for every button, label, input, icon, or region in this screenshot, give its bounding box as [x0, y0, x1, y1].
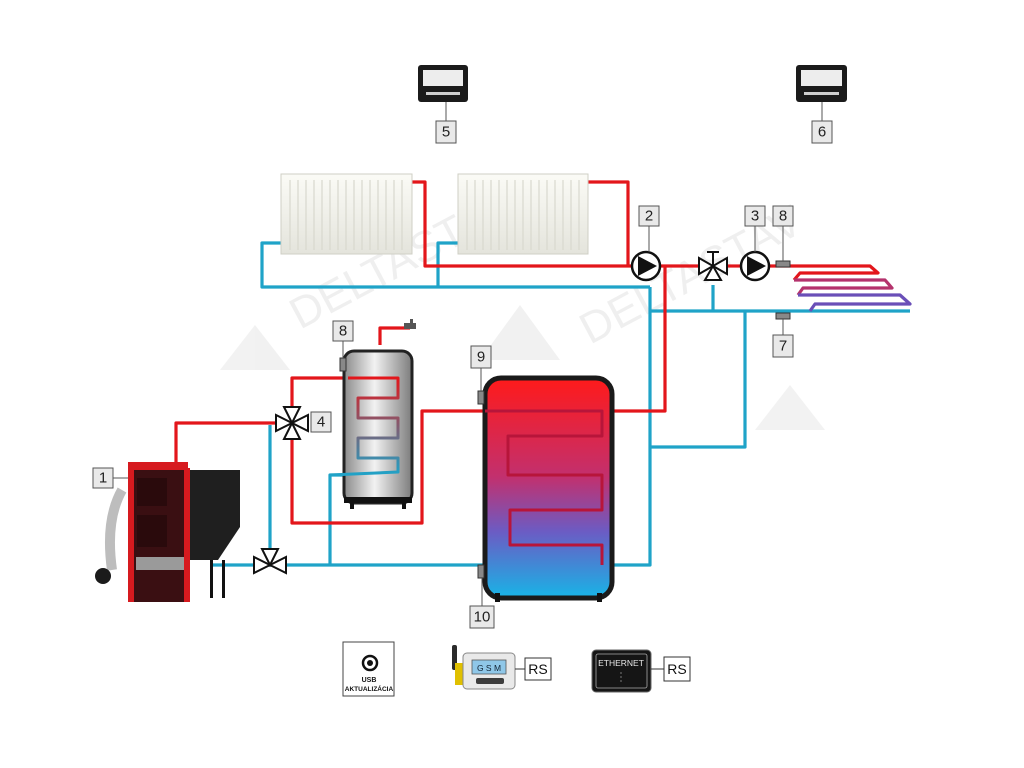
water-tap-icon	[404, 319, 416, 329]
sensor-buffer-bottom	[477, 564, 485, 579]
svg-text:8: 8	[339, 323, 347, 340]
sensor-floor	[775, 260, 791, 268]
mixing-valve	[275, 406, 309, 440]
label-5: 5	[435, 120, 457, 144]
ethernet-label: ETHERNET	[598, 658, 644, 668]
label-2: 2	[638, 205, 660, 227]
svg-text:7: 7	[779, 338, 787, 355]
three-way-valve-boiler	[253, 548, 287, 575]
room-panel-right[interactable]	[796, 65, 847, 102]
boiler	[95, 462, 240, 602]
svg-text:6: 6	[818, 124, 826, 141]
usb-port-icon	[367, 660, 373, 666]
floor-heating-loops	[792, 264, 912, 312]
buffer-tank	[482, 375, 615, 602]
label-8-dhw: 8	[332, 320, 354, 342]
gsm-label: G S M	[477, 663, 501, 673]
svg-text:10: 10	[474, 609, 491, 626]
radiator-right	[457, 173, 589, 255]
label-6: 6	[811, 120, 833, 144]
radiator-left	[280, 173, 413, 255]
gsm-module[interactable]: G S M RS	[452, 645, 552, 690]
pump-floor	[739, 250, 771, 282]
label-9: 9	[470, 345, 492, 369]
dhw-tank	[329, 349, 414, 509]
sensor-outdoor	[775, 312, 791, 320]
svg-text:4: 4	[317, 414, 325, 431]
hot-supply-pipes	[174, 180, 800, 525]
svg-text:8: 8	[779, 208, 787, 225]
pump-radiators	[630, 250, 662, 282]
ethernet-rs-label: RS	[667, 661, 686, 677]
svg-text:1: 1	[99, 470, 107, 487]
ethernet-module[interactable]: ETHERNET RS	[591, 649, 691, 693]
svg-text:2: 2	[645, 208, 653, 225]
sensor-dhw	[339, 357, 347, 372]
usb-update-module[interactable]: USB AKTUALIZÁCIA	[342, 641, 395, 697]
label-7: 7	[772, 334, 794, 358]
label-10: 10	[469, 605, 495, 629]
svg-text:3: 3	[751, 208, 759, 225]
svg-text:5: 5	[442, 124, 450, 141]
room-panel-left[interactable]	[418, 65, 468, 102]
svg-text:9: 9	[477, 349, 485, 366]
usb-label: USB	[362, 677, 377, 684]
label-8-floor: 8	[772, 205, 794, 227]
usb-update-label: AKTUALIZÁCIA	[345, 684, 394, 693]
label-1: 1	[92, 467, 114, 489]
gsm-rs-label: RS	[528, 661, 547, 677]
label-4: 4	[310, 411, 332, 433]
sensor-buffer-top	[477, 390, 485, 405]
label-3: 3	[744, 205, 766, 227]
three-way-valve-floor	[698, 251, 728, 281]
